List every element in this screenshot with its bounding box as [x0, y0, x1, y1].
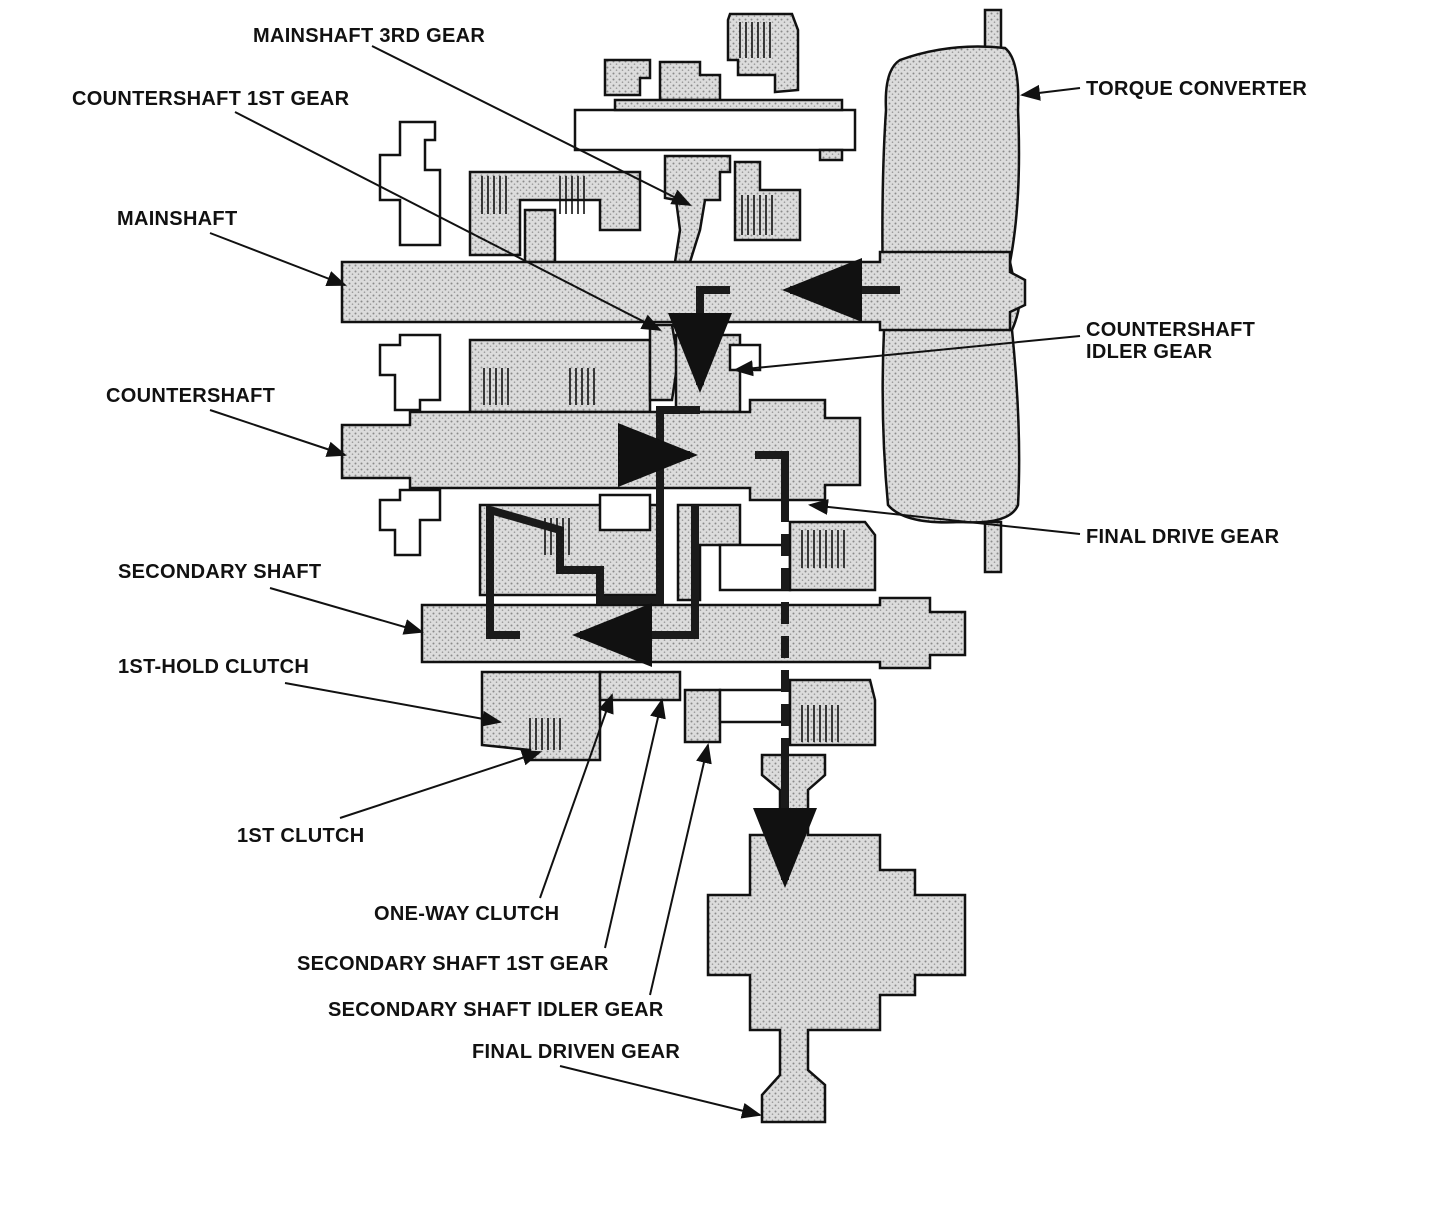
label-mainshaft: MAINSHAFT	[117, 208, 237, 230]
label-countershaft-idler-gear-line1: COUNTERSHAFT	[1086, 319, 1255, 341]
label-torque-converter: TORQUE CONVERTER	[1086, 78, 1307, 100]
leader-secondary-shaft-1st-gear	[604, 698, 666, 949]
leader-lines	[209, 45, 1081, 1119]
leader-countershaft-idler-gear	[733, 335, 1081, 377]
leader-secondary-shaft	[269, 587, 424, 635]
mainshaft	[340, 250, 1027, 332]
leader-torque-converter	[1020, 84, 1081, 101]
label-1st-hold-clutch: 1ST-HOLD CLUTCH	[118, 656, 309, 678]
differential-assembly	[706, 753, 967, 1124]
label-1st-clutch: 1ST CLUTCH	[237, 825, 364, 847]
secondary-shaft-upper-components	[378, 488, 877, 602]
final-drive-clutch-discs	[801, 530, 845, 568]
countershaft-clutch-discs	[483, 368, 595, 405]
labels: MAINSHAFT 3RD GEAR COUNTERSHAFT 1ST GEAR…	[72, 25, 1307, 1063]
label-final-drive-gear: FINAL DRIVE GEAR	[1086, 526, 1280, 548]
leader-countershaft-1st-gear	[234, 111, 662, 331]
upper-mainshaft-discs	[481, 176, 585, 214]
leader-mainshaft-3rd-gear	[371, 45, 692, 206]
countershaft	[340, 398, 862, 502]
mainshaft-3rd-gear-assembly	[663, 154, 802, 264]
upper-clutch-discs	[739, 22, 771, 58]
leader-1st-clutch	[339, 750, 542, 819]
power-flow-path	[486, 258, 900, 888]
label-secondary-shaft: SECONDARY SHAFT	[118, 561, 321, 583]
label-countershaft-1st-gear: COUNTERSHAFT 1ST GEAR	[72, 88, 350, 110]
3rd-clutch-discs	[741, 195, 773, 235]
leader-one-way-clutch	[539, 693, 614, 899]
label-countershaft: COUNTERSHAFT	[106, 385, 275, 407]
leader-1st-hold-clutch	[284, 682, 502, 727]
label-mainshaft-3rd-gear: MAINSHAFT 3RD GEAR	[253, 25, 485, 47]
label-secondary-shaft-idler-gear: SECONDARY SHAFT IDLER GEAR	[328, 999, 664, 1021]
lower-right-clutch-discs	[801, 705, 839, 742]
label-countershaft-idler-gear-line2: IDLER GEAR	[1086, 341, 1213, 363]
1st-clutch-discs	[529, 718, 561, 750]
secondary-shaft-lower-components	[480, 670, 877, 762]
upper-clutch-assembly	[573, 12, 857, 162]
label-one-way-clutch: ONE-WAY CLUTCH	[374, 903, 559, 925]
label-secondary-shaft-1st-gear: SECONDARY SHAFT 1ST GEAR	[297, 953, 609, 975]
label-final-driven-gear: FINAL DRIVEN GEAR	[472, 1041, 680, 1063]
leader-secondary-shaft-idler-gear	[649, 743, 712, 996]
leader-final-driven-gear	[559, 1065, 762, 1119]
leader-countershaft	[209, 409, 347, 457]
leader-mainshaft	[209, 232, 347, 286]
leader-final-drive-gear	[808, 498, 1081, 535]
